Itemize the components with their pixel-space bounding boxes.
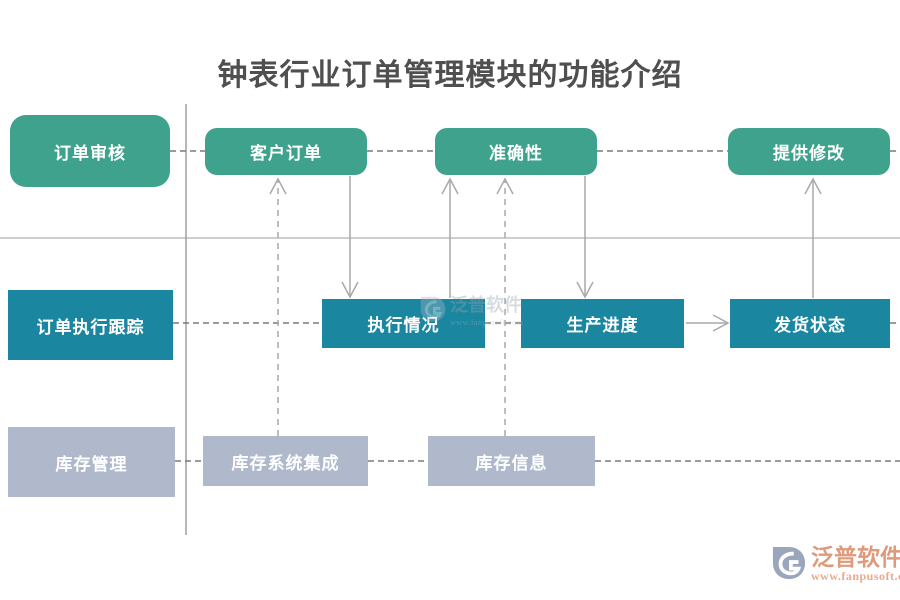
watermark-bottom-right: 泛普软件 www.fanpusoft.com — [772, 546, 900, 583]
arrow-customer-order-to-execution-status — [341, 176, 359, 299]
node-production-progress: 生产进度 — [521, 299, 684, 348]
fanpu-logo-icon — [772, 546, 806, 580]
lane-order-review: 订单审核 — [10, 115, 170, 187]
node-accuracy: 准确性 — [435, 128, 597, 175]
arrow-accuracy-to-production-progress — [576, 176, 594, 299]
node-inventory-info: 库存信息 — [428, 436, 595, 486]
watermark-brand: 泛普软件 www.fanpusoft.com — [811, 546, 900, 583]
watermark-url: www.fanpusoft.com — [811, 569, 900, 583]
node-inventory-system-integration: 库存系统集成 — [203, 436, 368, 486]
arrow-production-progress-to-shipping-status — [686, 314, 730, 332]
node-provide-modification: 提供修改 — [728, 128, 890, 175]
page-title: 钟表行业订单管理模块的功能介绍 — [217, 59, 683, 92]
arrow-execution-status-to-accuracy — [441, 177, 459, 298]
arrow-shipping-status-to-provide-modification — [804, 177, 822, 298]
lane-inventory-management: 库存管理 — [8, 427, 175, 497]
arrow-inventory-info-to-accuracy — [496, 177, 514, 436]
node-execution-status: 执行情况 — [322, 299, 485, 348]
node-shipping-status: 发货状态 — [730, 299, 890, 348]
lane-order-execution-tracking: 订单执行跟踪 — [8, 290, 173, 360]
node-customer-order: 客户订单 — [205, 128, 367, 175]
arrow-inventory-integration-to-customer-order — [269, 177, 287, 436]
